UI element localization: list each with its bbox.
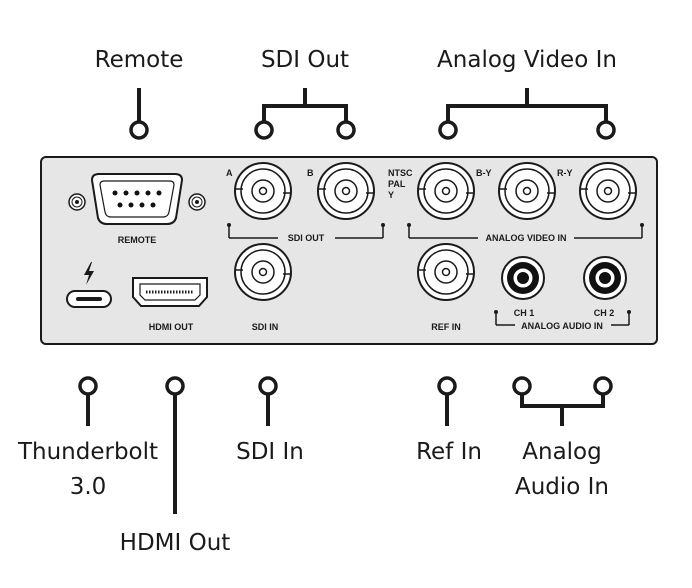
sdi-out-a-connector	[234, 162, 292, 220]
hdmi-out-port	[132, 277, 208, 307]
panel-label-ch2: CH 2	[594, 308, 615, 318]
analog-video-y-connector	[417, 162, 475, 220]
callout-analog-video-in: Analog Video In	[437, 47, 617, 73]
callout-thunderbolt-line2: 3.0	[70, 474, 107, 500]
analog-video-bracket	[407, 223, 644, 239]
callout-thunderbolt-leader	[78, 376, 98, 426]
remote-port	[68, 173, 206, 225]
panel-label-b-y: B-Y	[476, 168, 492, 178]
callout-hdmi-out-leader	[165, 376, 185, 514]
callout-analog-audio-line2: Audio In	[515, 474, 609, 500]
callout-sdi-out-leader	[254, 88, 356, 140]
analog-audio-bracket	[494, 310, 631, 326]
analog-video-ry-connector	[579, 162, 637, 220]
analog-audio-ch2-connector	[583, 256, 627, 300]
analog-video-by-connector	[498, 162, 556, 220]
panel-label-sdi-a: A	[226, 168, 233, 178]
sdi-out-b-connector	[317, 162, 375, 220]
panel-label-y: Y	[388, 190, 394, 200]
callout-analog-audio-line1: Analog	[522, 439, 601, 465]
panel-label-pal: PAL	[388, 179, 406, 189]
panel-label-analog-audio-in: ANALOG AUDIO IN	[521, 321, 603, 331]
sdi-out-bracket	[227, 223, 385, 239]
panel-label-sdi-out: SDI OUT	[288, 233, 325, 243]
sdi-in-connector	[234, 243, 292, 301]
panel-label-remote: REMOTE	[118, 235, 157, 245]
ref-in-connector	[417, 243, 475, 301]
callout-thunderbolt-line1: Thunderbolt	[17, 439, 158, 465]
panel-label-analog-video-in: ANALOG VIDEO IN	[485, 233, 566, 243]
callout-sdi-out: SDI Out	[261, 47, 349, 73]
callout-ref-in-leader	[437, 376, 457, 426]
callout-remote-leader	[129, 88, 149, 140]
callout-ref-in: Ref In	[416, 439, 482, 465]
panel-label-ntsc: NTSC	[388, 168, 413, 178]
lightning-bolt-icon	[84, 262, 94, 285]
analog-audio-ch1-connector	[501, 256, 545, 300]
callout-sdi-in-leader	[258, 376, 278, 426]
callout-hdmi-out: HDMI Out	[120, 530, 231, 556]
panel-label-r-y: R-Y	[557, 168, 573, 178]
callout-analog-video-in-leader	[438, 88, 616, 140]
panel-label-sdi-b: B	[307, 168, 314, 178]
panel-label-hdmi-out: HDMI OUT	[149, 322, 194, 332]
callout-analog-audio-in-leader	[512, 376, 613, 426]
callout-remote: Remote	[95, 47, 184, 73]
panel-label-sdi-in: SDI IN	[252, 322, 279, 332]
callout-sdi-in: SDI In	[236, 439, 304, 465]
panel-label-ch1: CH 1	[514, 308, 535, 318]
panel-label-ref-in: REF IN	[431, 322, 461, 332]
